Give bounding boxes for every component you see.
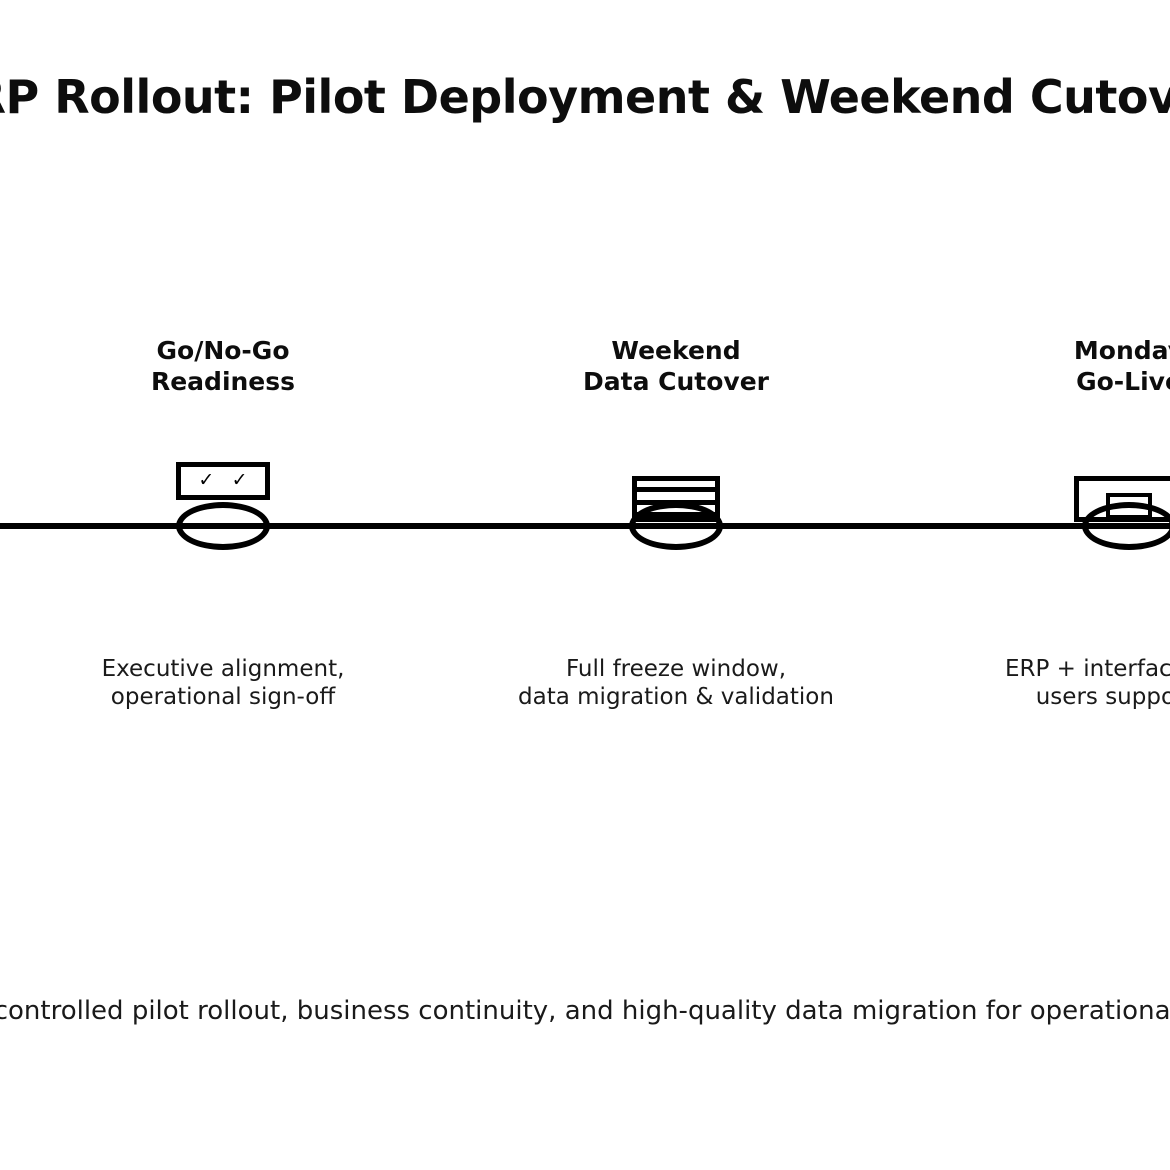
- check-mark-icon: ✓: [198, 468, 215, 491]
- summary-caption: Ensures a controlled pilot rollout, busi…: [0, 996, 1170, 1027]
- milestone-label: Monday Go-Live: [1073, 336, 1170, 396]
- milestone-label: Go/No-Go Readiness: [150, 336, 296, 396]
- page-title: ERP Rollout: Pilot Deployment & Weekend …: [0, 72, 1170, 123]
- milestone-monday-go-live[interactable]: Monday Go-Live ERP + interfaces live, us…: [919, 0, 1170, 1170]
- milestone-label: Weekend Data Cutover: [583, 336, 769, 396]
- milestone-node[interactable]: [629, 502, 723, 550]
- milestone-description: Executive alignment, operational sign-of…: [101, 656, 345, 710]
- milestone-description: ERP + interfaces live, users supported: [1004, 656, 1170, 710]
- page-title-text: ERP Rollout: Pilot Deployment & Weekend …: [0, 70, 1170, 124]
- milestone-weekend-data-cutover[interactable]: Weekend Data Cutover Full freeze window,…: [466, 0, 886, 1170]
- milestone-node[interactable]: [1082, 502, 1170, 550]
- check-mark-icon: ✓: [231, 468, 248, 491]
- summary-caption-text: Ensures a controlled pilot rollout, busi…: [0, 996, 1170, 1026]
- milestone-description: Full freeze window, data migration & val…: [518, 656, 834, 710]
- timeline-axis-line: [0, 523, 1170, 529]
- milestone-go-no-go-readiness[interactable]: Go/No-Go Readiness ✓ ✓ Executive alignme…: [13, 0, 433, 1170]
- milestone-node[interactable]: [176, 502, 270, 550]
- checklist-icon: ✓ ✓: [13, 440, 433, 500]
